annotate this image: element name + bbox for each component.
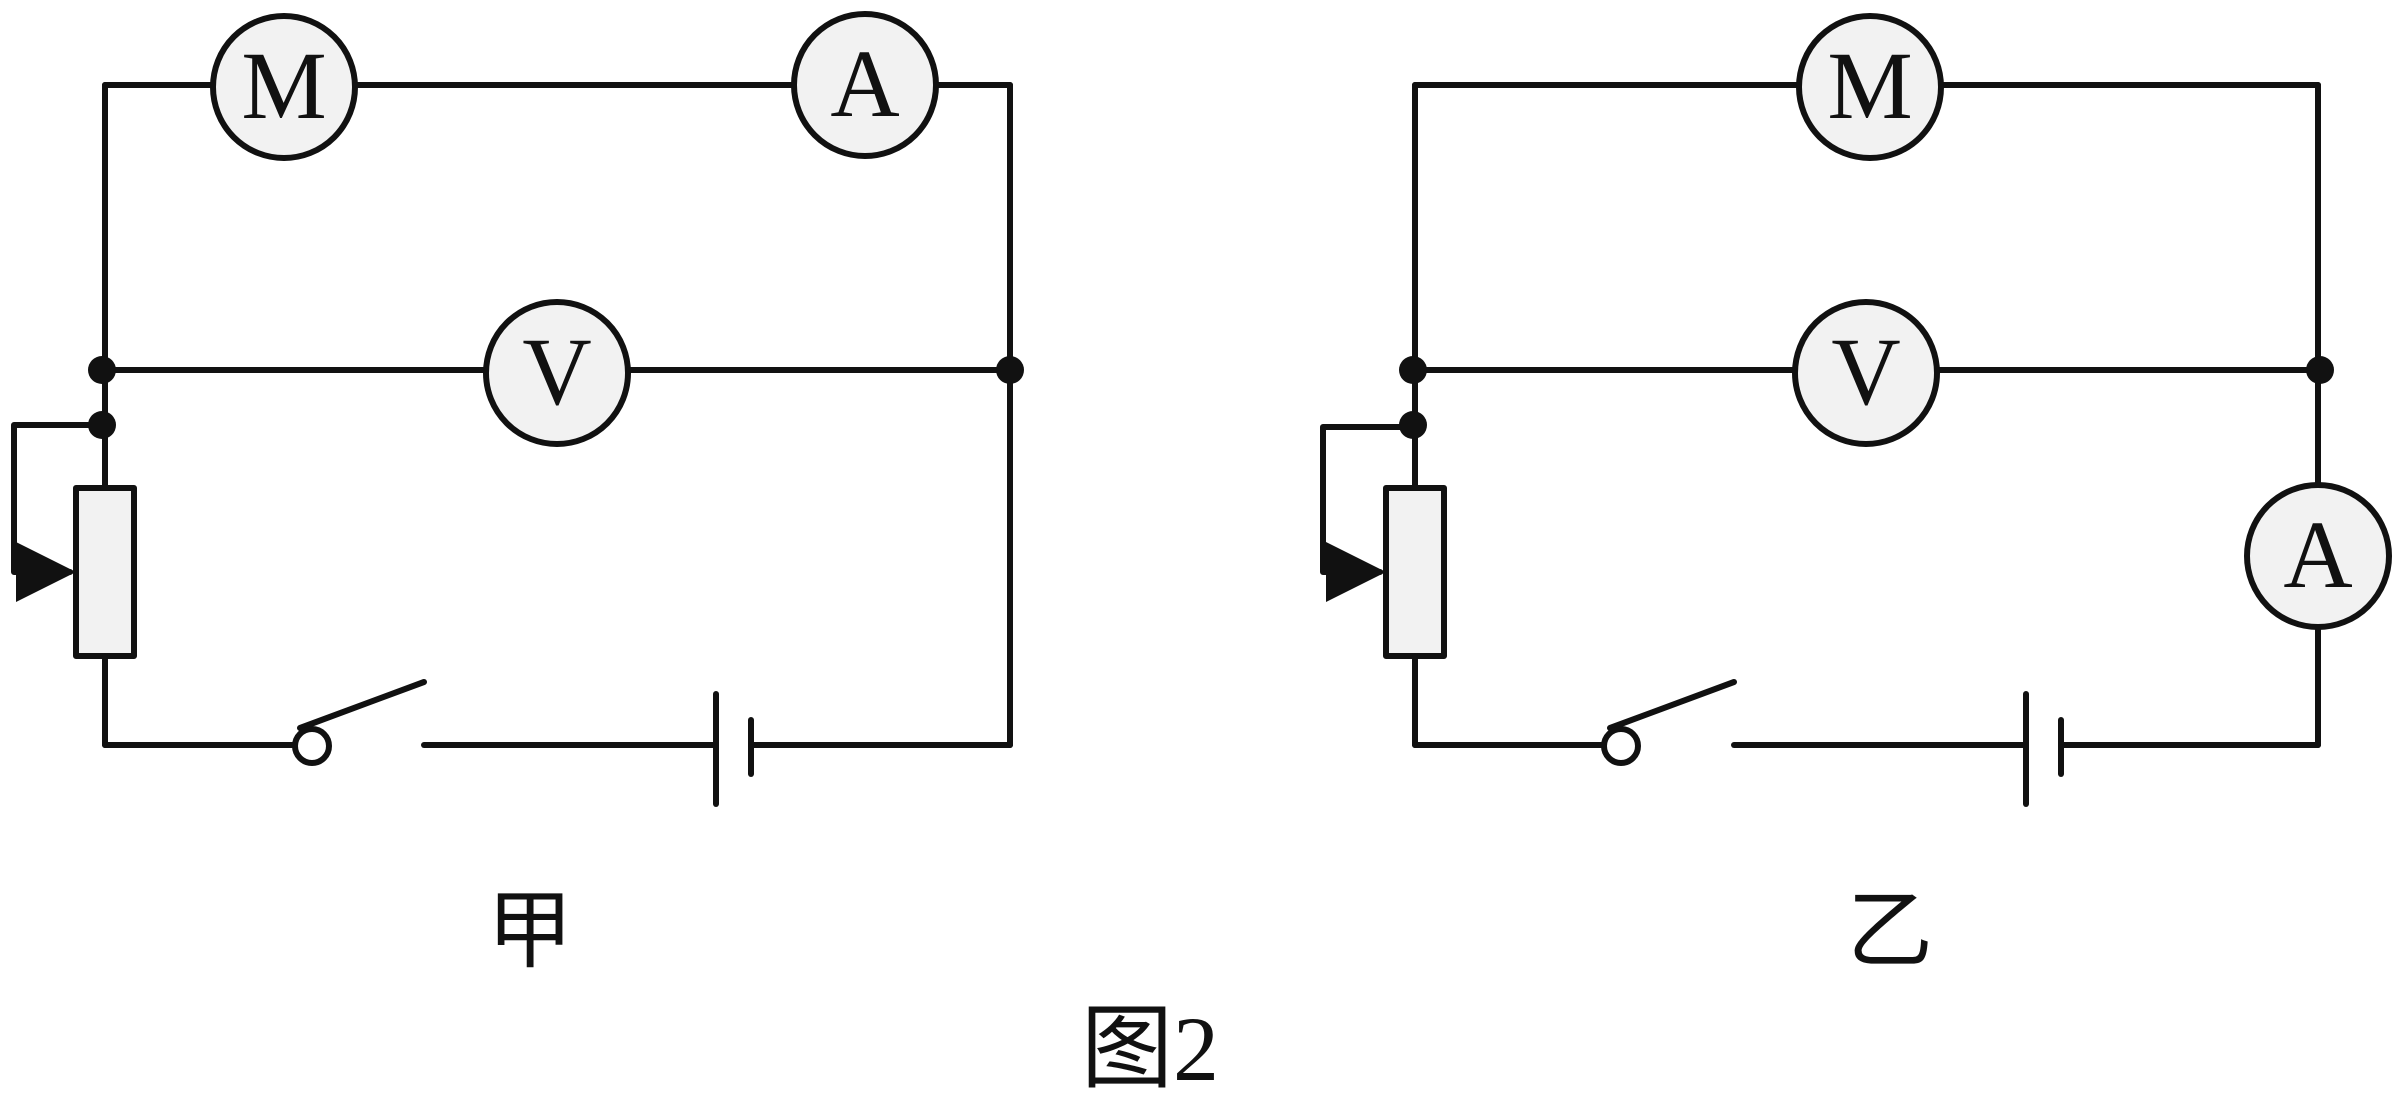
switch-lever xyxy=(297,679,427,731)
junction-dot xyxy=(88,356,116,384)
ammeter-yi: A xyxy=(2244,482,2392,630)
voltmeter-label: V xyxy=(1831,318,1900,425)
rheostat xyxy=(1383,485,1447,659)
junction-dot xyxy=(88,411,116,439)
voltmeter-label: V xyxy=(522,318,591,425)
voltmeter-yi: V xyxy=(1792,299,1940,447)
junction-dot xyxy=(1399,411,1427,439)
ammeter-jia: A xyxy=(791,11,939,159)
motor-circle xyxy=(1796,13,1944,161)
switch-pivot xyxy=(292,726,332,766)
ammeter-circle xyxy=(791,11,939,159)
junctions-yi xyxy=(1399,356,2334,439)
circuit-jia xyxy=(11,82,1013,807)
junction-dot xyxy=(2306,356,2334,384)
caption-yi: 乙 xyxy=(1847,883,1933,979)
voltmeter-jia: V xyxy=(483,299,631,447)
ammeter-circle xyxy=(2244,482,2392,630)
switch-lever xyxy=(1607,679,1737,731)
rheostat xyxy=(73,485,137,659)
rheostat-slider-wire xyxy=(11,422,108,602)
figure-caption: 图2 xyxy=(1081,998,1219,1100)
junction-dot xyxy=(1399,356,1427,384)
motor-label: M xyxy=(1827,32,1912,139)
circuit-yi xyxy=(1320,82,2321,807)
motor-jia: M xyxy=(210,13,358,161)
ammeter-label: A xyxy=(2283,501,2352,608)
motor-label: M xyxy=(241,32,326,139)
junctions-jia xyxy=(88,356,1024,439)
rheostat-slider-wire xyxy=(1320,424,1418,602)
voltmeter-circle xyxy=(483,299,631,447)
voltmeter-circle xyxy=(1792,299,1940,447)
caption-jia: 甲 xyxy=(487,883,573,979)
ammeter-label: A xyxy=(830,30,899,137)
switch-pivot xyxy=(1601,726,1641,766)
motor-circle xyxy=(210,13,358,161)
junction-dot xyxy=(996,356,1024,384)
motor-yi: M xyxy=(1796,13,1944,161)
